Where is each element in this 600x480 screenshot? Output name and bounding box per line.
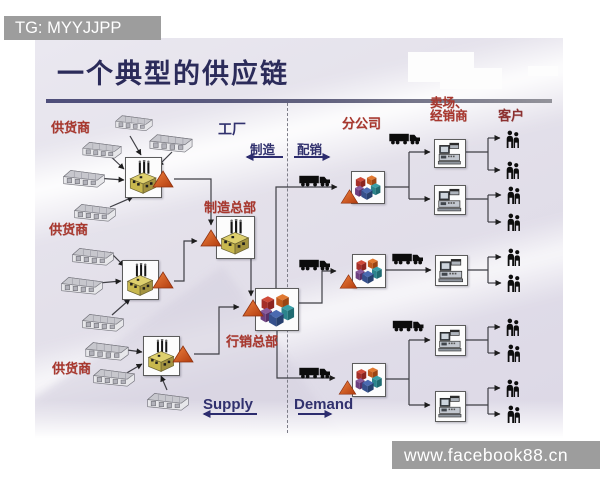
triangle-marker-icon — [339, 274, 358, 289]
store-node — [435, 255, 468, 286]
triangle-marker-icon — [338, 380, 357, 395]
triangle-marker-icon — [152, 170, 174, 188]
warehouse-icon — [70, 244, 116, 267]
triangle-marker-icon — [152, 271, 174, 289]
store-node — [435, 391, 466, 422]
triangle-marker-icon — [242, 299, 264, 317]
customers-icon — [505, 248, 523, 266]
truck-icon — [298, 365, 334, 379]
title-underline — [46, 99, 552, 103]
customers-icon — [504, 379, 522, 397]
label-branch: 分公司 — [342, 116, 382, 131]
truck-icon — [392, 318, 427, 332]
label-supplier-1: 供货商 — [51, 120, 91, 135]
label-retailers: 卖场、 经销商 — [430, 97, 468, 123]
diagram-title: 一个典型的供应链 — [57, 59, 289, 89]
store-node — [435, 325, 466, 356]
triangle-marker-icon — [172, 345, 194, 363]
label-distribution: 配销 — [297, 143, 323, 157]
label-retailers-line1: 卖场、 — [430, 96, 468, 110]
label-customer: 客户 — [498, 108, 525, 123]
customers-icon — [505, 274, 523, 292]
warehouse-icon — [115, 111, 153, 133]
label-retailers-line2: 经销商 — [430, 109, 468, 123]
label-marketing-hq: 行销总部 — [226, 334, 279, 349]
label-supplier-3: 供货商 — [52, 361, 92, 376]
label-manufacturing-hq: 制造总部 — [204, 200, 257, 215]
customers-icon — [505, 186, 523, 204]
customers-icon — [504, 318, 522, 336]
label-manufacture: 制造 — [250, 143, 276, 157]
truck-icon — [389, 131, 423, 145]
branch-node — [351, 171, 385, 204]
white-patch — [440, 68, 502, 89]
warehouse-icon — [145, 389, 191, 412]
warehouse-icon — [81, 310, 125, 333]
label-supply: Supply — [203, 396, 254, 413]
customers-icon — [505, 344, 523, 362]
watermark-telegram: TG: MYYJJPP — [4, 16, 161, 40]
marketing-hq-node — [255, 288, 299, 331]
white-patch — [528, 66, 558, 76]
diagram-canvas — [35, 38, 563, 438]
truck-icon — [392, 251, 426, 265]
customers-icon — [504, 161, 522, 179]
background-fade — [35, 400, 563, 438]
label-factory: 工厂 — [218, 121, 246, 137]
truck-icon — [299, 173, 333, 187]
warehouse-icon — [91, 365, 137, 388]
warehouse-icon — [149, 130, 193, 154]
supply-demand-divider — [287, 103, 288, 433]
factory-node — [143, 336, 180, 376]
store-node — [434, 139, 466, 168]
store-node — [434, 185, 466, 215]
customers-icon — [504, 130, 522, 148]
customers-icon — [505, 405, 523, 423]
label-demand: Demand — [294, 396, 354, 413]
branch-node — [352, 363, 386, 397]
warehouse-icon — [82, 138, 122, 160]
warehouse-icon — [59, 273, 105, 296]
customers-icon — [505, 213, 523, 231]
triangle-marker-icon — [340, 189, 359, 204]
factory-node — [125, 157, 162, 198]
watermark-website: www.facebook88.cn — [392, 441, 600, 469]
label-supplier-2: 供货商 — [49, 222, 89, 237]
truck-icon — [299, 257, 333, 271]
triangle-marker-icon — [200, 229, 222, 247]
warehouse-icon — [62, 166, 106, 189]
manufacturing-hq-node — [216, 216, 255, 259]
branch-node — [352, 254, 386, 288]
